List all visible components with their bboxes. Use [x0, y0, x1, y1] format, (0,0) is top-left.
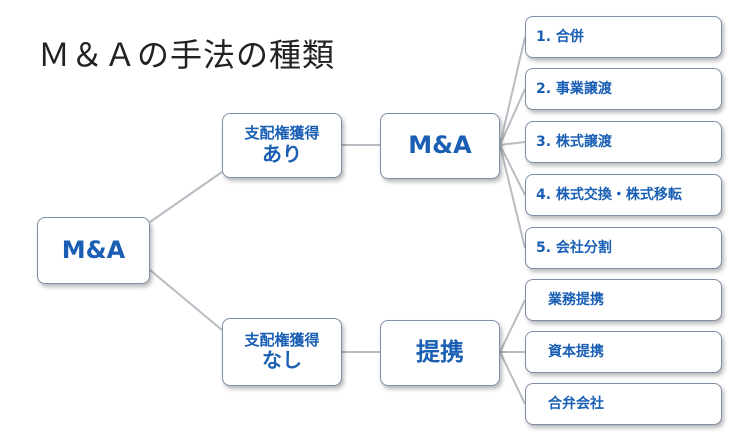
alliance-method-3-label: 合弁会社: [548, 395, 604, 412]
ma-method-1-label: 1. 合併: [536, 28, 584, 45]
alliance-method-2: 資本提携: [525, 331, 722, 373]
control-acquired-node: 支配権獲得 あり: [222, 113, 342, 178]
ma-method-1: 1. 合併: [525, 16, 722, 58]
page-title: Ｍ＆Ａの手法の種類: [38, 36, 336, 74]
ma-method-4-label: 4. 株式交換・株式移転: [536, 186, 682, 203]
connector-ma-to-method-2: [499, 88, 526, 146]
alliance-method-2-label: 資本提携: [548, 343, 604, 360]
control-not-acquired-line2: なし: [262, 348, 302, 373]
connector-ma-to-method-4: [499, 144, 526, 196]
alliance-method-1-label: 業務提携: [548, 291, 604, 308]
connector-ma-to-method-3: [499, 141, 526, 146]
ma-method-5-label: 5. 会社分割: [536, 239, 612, 256]
ma-method-3: 3. 株式譲渡: [525, 121, 722, 163]
alliance-method-1: 業務提携: [525, 279, 722, 321]
control-acquired-line1: 支配権獲得: [244, 124, 320, 143]
alliance-branch-node: 提携: [380, 320, 500, 386]
root-node-label: M&A: [61, 235, 126, 264]
connector-root-to-no: [149, 269, 223, 331]
connector-alliance-to-method-1: [499, 299, 526, 353]
control-acquired-line2: あり: [262, 141, 302, 166]
ma-branch-node: M&A: [380, 113, 500, 179]
alliance-branch-label: 提携: [416, 338, 464, 367]
connector-alliance-to-method-3: [499, 351, 526, 405]
ma-method-3-label: 3. 株式譲渡: [536, 133, 612, 150]
alliance-method-3: 合弁会社: [525, 383, 722, 425]
ma-method-2: 2. 事業譲渡: [525, 68, 722, 110]
connector-ma-to-method-5: [499, 144, 526, 249]
ma-method-2-label: 2. 事業譲渡: [536, 80, 612, 97]
connector-ma-to-method-1: [499, 36, 526, 146]
ma-branch-label: M&A: [408, 131, 472, 160]
control-not-acquired-line1: 支配権獲得: [244, 330, 320, 349]
control-not-acquired-node: 支配権獲得 なし: [222, 318, 342, 386]
ma-method-4: 4. 株式交換・株式移転: [525, 174, 722, 216]
ma-method-5: 5. 会社分割: [525, 227, 722, 269]
root-node: M&A: [37, 217, 150, 284]
connector-root-to-yes: [149, 171, 223, 223]
